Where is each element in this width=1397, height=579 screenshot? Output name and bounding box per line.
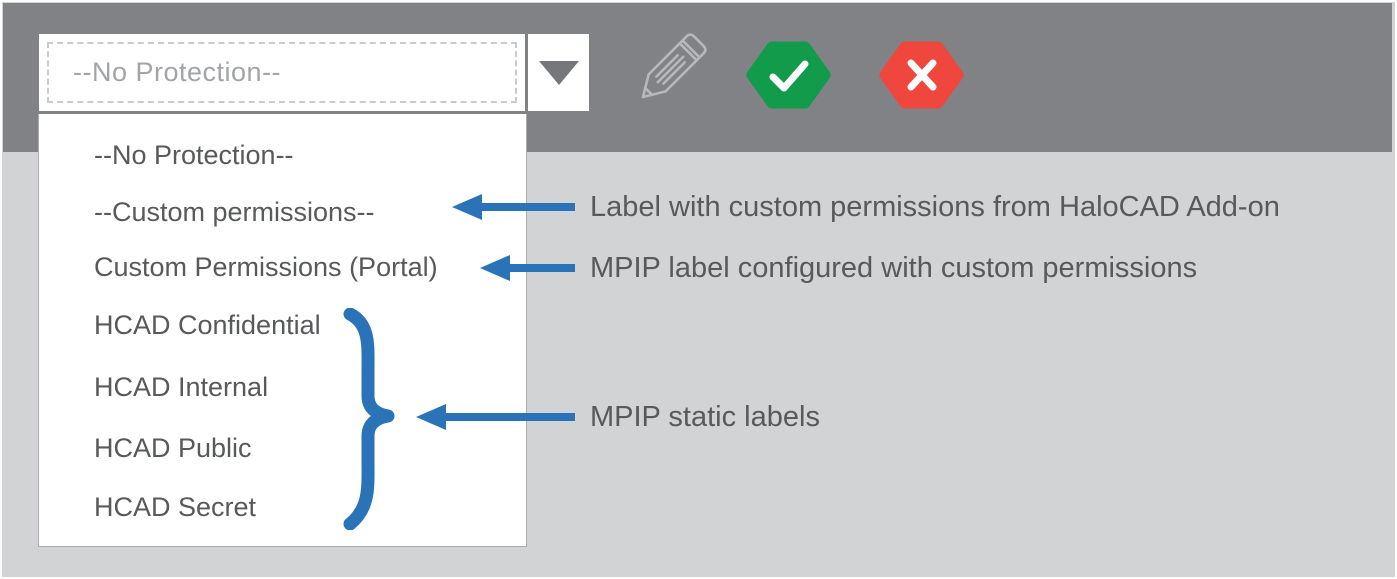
list-item-hcad-secret[interactable]: HCAD Secret	[94, 492, 257, 522]
list-item-custom-permissions-portal[interactable]: Custom Permissions (Portal)	[94, 252, 438, 282]
protection-dropdown-list: --No Protection-- --Custom permissions--…	[38, 114, 527, 547]
arrow-left-icon	[452, 194, 575, 220]
triangle-down-icon	[538, 60, 579, 85]
arrow-left-icon	[416, 404, 575, 430]
annotation-mpip-custom-permissions: MPIP label configured with custom permis…	[590, 252, 1198, 284]
combobox-dashed-frame: --No Protection--	[47, 42, 517, 103]
protection-combobox[interactable]: --No Protection--	[39, 34, 525, 111]
x-icon	[879, 41, 964, 109]
annotation-mpip-static-labels: MPIP static labels	[590, 401, 820, 433]
confirm-button[interactable]	[746, 41, 831, 109]
arrow-left-icon	[480, 255, 575, 281]
list-item-hcad-public[interactable]: HCAD Public	[94, 433, 252, 463]
list-item-custom-permissions[interactable]: --Custom permissions--	[94, 197, 375, 227]
edit-button[interactable]	[621, 27, 713, 119]
combobox-dropdown-button[interactable]	[528, 34, 589, 111]
combobox-value: --No Protection--	[73, 57, 282, 87]
cancel-button[interactable]	[879, 41, 964, 109]
list-item-hcad-confidential[interactable]: HCAD Confidential	[94, 310, 321, 340]
annotation-custom-permissions-addon: Label with custom permissions from HaloC…	[590, 191, 1280, 223]
check-icon	[746, 41, 831, 109]
list-item-hcad-internal[interactable]: HCAD Internal	[94, 372, 269, 402]
curly-brace-icon	[343, 308, 395, 530]
list-item-no-protection[interactable]: --No Protection--	[94, 140, 294, 170]
pencil-icon	[641, 33, 707, 99]
